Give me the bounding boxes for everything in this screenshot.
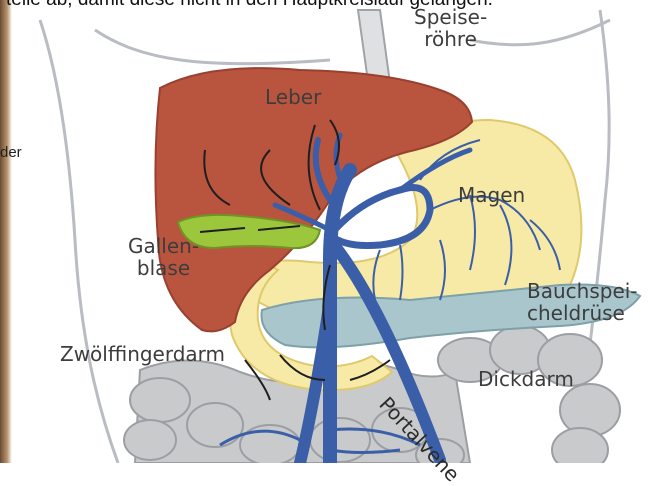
anatomy-diagram: teile ab, damit diese nicht in den Haupt… [0, 0, 661, 463]
label-dickdarm: Dickdarm [478, 368, 574, 390]
label-leber: Leber [265, 86, 321, 108]
label-zwoelffingerdarm: Zwölffingerdarm [60, 343, 225, 365]
label-speiseroehre: Speise- röhre [414, 6, 487, 50]
label-bauchspeicheldruese: Bauchspei- cheldrüse [527, 280, 638, 324]
label-gallenblase: Gallen- blase [128, 235, 199, 279]
anatomy-illustration [0, 0, 661, 463]
label-magen: Magen [458, 184, 525, 206]
